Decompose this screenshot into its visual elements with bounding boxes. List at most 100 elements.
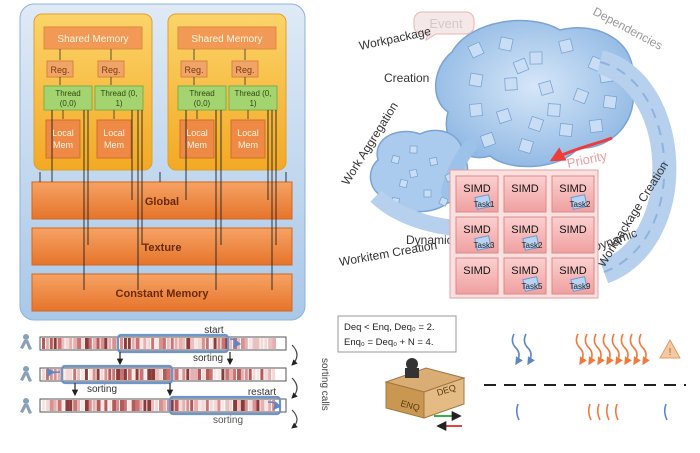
thread-arrow [629,333,641,366]
sort-cell [244,400,248,411]
deq-face [423,377,465,419]
sort-cell [272,338,277,349]
restart-label: restart [248,387,277,398]
thread-1b-line2: 1) [115,99,122,108]
sorting-diagram: start sorting sorting restart sorting so… [20,325,330,429]
climber-icon-2 [20,366,32,382]
simd-label: SIMD [463,224,491,236]
sort-cell [194,338,199,349]
simd-label: SIMD [463,265,491,277]
sort-cell [178,369,183,380]
sorting-label-2: sorting [87,384,117,395]
sort-cell [120,369,124,380]
sort-cell [88,338,92,349]
thread-arrows [511,333,668,421]
sort-cell [81,338,84,349]
sort-cell [100,369,104,380]
sort-cell [272,369,276,380]
sort-cell [155,400,159,411]
sort-cell [182,369,186,380]
simd-cell [455,257,499,295]
thread-2a [177,85,227,111]
sort-cell [81,400,84,411]
sort-cell [123,400,127,411]
sort-cell [213,369,217,380]
package-square [479,131,497,149]
sort-cell [131,369,136,380]
local-mem-2a [179,119,215,159]
thread-arrow [620,333,632,366]
dynamic-workitem-line1: Dynamic [406,233,453,247]
sort-cell [244,369,248,380]
sort-cell [135,369,139,380]
sort-cell [229,400,233,411]
memory-connector-lines [39,110,287,290]
sort-cell [229,338,233,349]
sort-cell [100,400,105,411]
thread-1a-line2: (0,0) [60,99,77,108]
sort-cell [69,369,73,380]
thread-arrow [611,333,623,366]
sort-cell [233,369,237,380]
sort-cell [182,338,186,349]
task-label: Task5 [522,282,543,291]
sort-cell [159,338,163,349]
sort-cell [252,400,257,411]
local-mem-2a-line1: Local [186,128,208,138]
sort-cell [139,369,144,380]
sort-cell [151,400,155,411]
sort-cell [42,369,45,380]
sort-cell [84,338,89,349]
package-square [467,41,485,59]
thread-1a-line1: Thread [55,89,80,98]
local-mem-1a [45,119,81,159]
event-label: Event [429,16,463,31]
queue-note-line2: Enq₀ = Deq₀ + N = 4. [344,337,433,348]
local-mem-1b [96,119,132,159]
shared-memory-1 [43,26,143,50]
sort-cell [162,400,166,411]
sort-cell [104,369,108,380]
sort-cell [45,338,49,349]
sort-cell [116,369,121,380]
sort-cell [240,400,245,411]
sort-cell [237,400,241,411]
event-badge [413,11,475,42]
sort-cell [143,338,147,349]
sort-cell [127,400,132,411]
start-label: start [204,325,224,336]
sort-cell [143,400,147,411]
package-square [529,51,543,65]
sort-cell [88,369,93,380]
sort-cell [61,338,65,349]
sort-cell [49,400,54,411]
sort-cell [260,400,265,411]
sort-cell [155,369,160,380]
thread-1b [94,85,144,111]
package-square [512,57,530,75]
sort-cell [81,369,84,380]
simd-label: SIMD [511,183,539,195]
sort-cell [209,400,213,411]
sort-cell [205,400,209,411]
workpackage-cloud [434,19,635,168]
package-square [398,178,409,189]
sm-internal-connectors [59,49,249,119]
sort-cell [225,369,230,380]
sort-cell [155,338,160,349]
sort-cell [264,338,268,349]
local-mem-1a-line2: Mem [53,140,73,150]
gpu-memory-diagram: Shared Memory Reg. Reg. Thread (0,0) Thr… [19,3,306,321]
simd-label: SIMD [463,183,491,195]
queue-note [337,315,457,353]
sort-cell [131,338,135,349]
package-square [558,38,574,54]
local-mem-2b [230,119,266,159]
simd-label: SIMD [559,183,587,195]
sort-cell [233,400,238,411]
sort-cell [244,338,248,349]
reg-1b-label: Reg. [101,65,120,75]
sort-cell [256,369,260,380]
sort-cell [123,338,127,349]
sort-cell [65,338,70,349]
